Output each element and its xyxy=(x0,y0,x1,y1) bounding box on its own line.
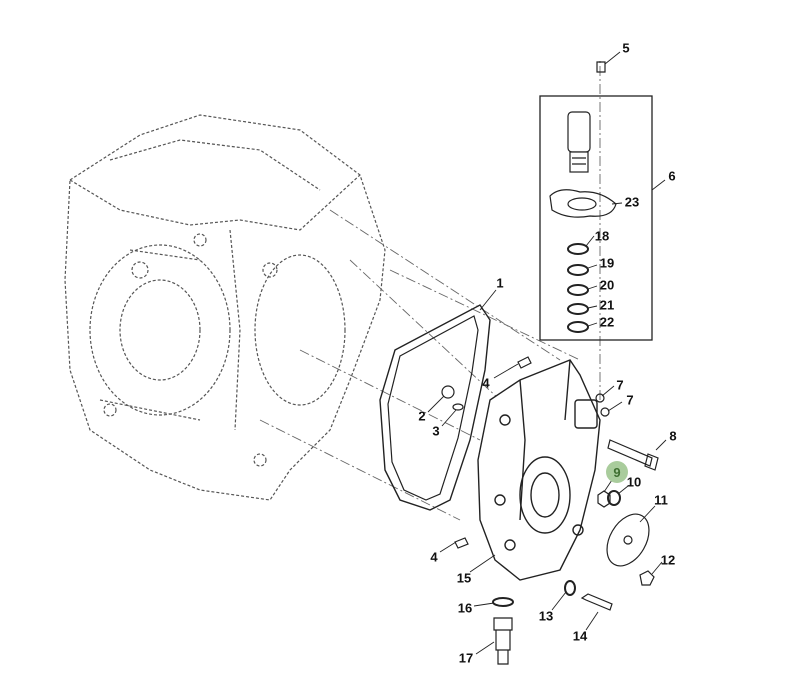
plug-7b xyxy=(600,407,610,417)
o-rings xyxy=(567,243,589,333)
callout-7[interactable]: 7 xyxy=(626,392,634,408)
transmission-housing xyxy=(64,114,386,501)
fitting-17 xyxy=(493,617,513,665)
seal-10 xyxy=(607,490,621,506)
cover-plate-11 xyxy=(606,513,650,567)
callout-11[interactable]: 11 xyxy=(654,492,668,508)
callout-22[interactable]: 22 xyxy=(599,314,615,330)
callout-18[interactable]: 18 xyxy=(594,228,610,244)
callout-14[interactable]: 14 xyxy=(572,628,588,644)
washer-13 xyxy=(564,580,576,596)
gasket-23 xyxy=(549,189,617,218)
callout-8[interactable]: 8 xyxy=(669,428,677,444)
callout-4[interactable]: 4 xyxy=(482,375,490,391)
kit-box xyxy=(539,95,653,341)
callout-21[interactable]: 21 xyxy=(599,297,615,313)
callout-2[interactable]: 2 xyxy=(418,408,426,424)
bolt-12 xyxy=(639,570,655,586)
gasket-1 xyxy=(379,304,491,511)
solenoid-valve xyxy=(567,111,591,173)
dowel-pin-4a xyxy=(517,356,532,369)
screw-5 xyxy=(596,61,606,73)
leader-lines xyxy=(427,51,667,655)
callout-10[interactable]: 10 xyxy=(626,474,642,490)
plug-7a xyxy=(595,393,605,403)
callout-3[interactable]: 3 xyxy=(432,423,440,439)
dowel-pin-4b xyxy=(454,537,469,549)
seal-3 xyxy=(452,403,464,411)
callout-12[interactable]: 12 xyxy=(660,552,676,568)
callout-19[interactable]: 19 xyxy=(599,255,615,271)
callout-20[interactable]: 20 xyxy=(599,277,615,293)
callout-1[interactable]: 1 xyxy=(496,275,504,291)
callout-6[interactable]: 6 xyxy=(668,168,676,184)
callout-13[interactable]: 13 xyxy=(538,608,554,624)
callout-15[interactable]: 15 xyxy=(456,570,472,586)
callout-7[interactable]: 7 xyxy=(616,377,624,393)
callout-4[interactable]: 4 xyxy=(430,549,438,565)
callout-9-highlighted[interactable]: 9 xyxy=(606,461,628,483)
callout-5[interactable]: 5 xyxy=(622,40,630,56)
alignment-lines xyxy=(259,60,601,521)
callout-17[interactable]: 17 xyxy=(458,650,474,666)
bolt-14 xyxy=(580,593,613,611)
callout-16[interactable]: 16 xyxy=(457,600,473,616)
o-ring-16 xyxy=(492,597,514,607)
bolt-8 xyxy=(607,439,659,471)
cover-housing xyxy=(477,359,601,581)
plug-2 xyxy=(441,385,455,399)
callout-23[interactable]: 23 xyxy=(624,194,640,210)
